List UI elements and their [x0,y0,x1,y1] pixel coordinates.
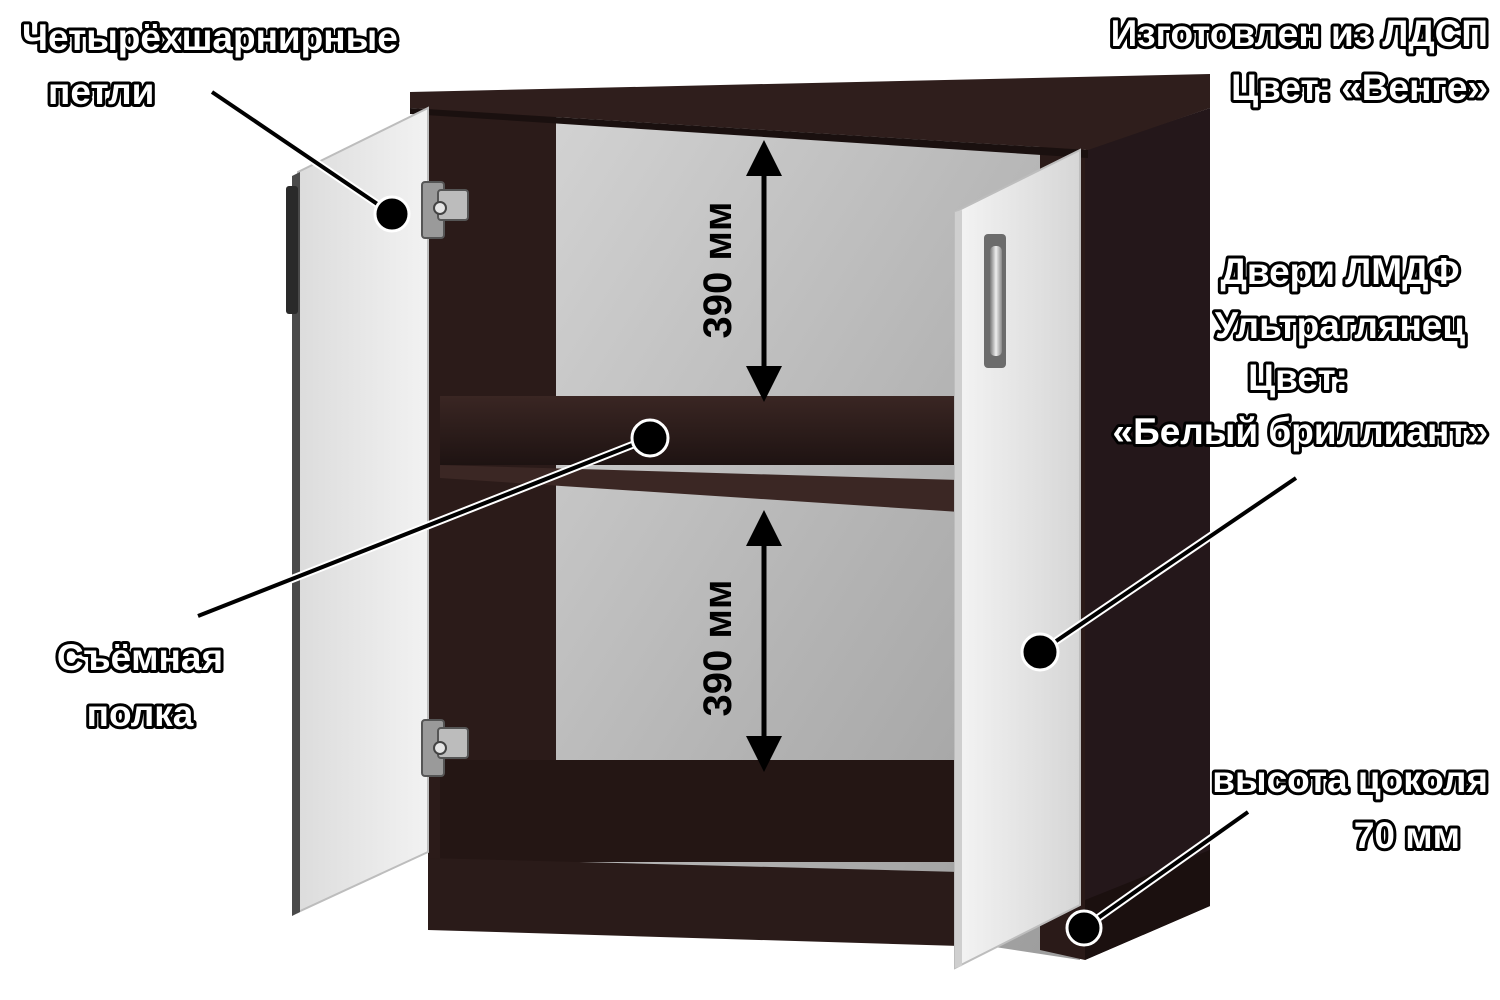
right-side-panel [1085,108,1210,960]
hinges-label-line2: петли [48,71,154,112]
upper-dimension-arrow [746,140,782,402]
right-door [954,148,1081,970]
doors-label-line2: Ультраглянец [1215,305,1465,346]
back-panel [556,118,1080,960]
plinth-label-line1: высота цоколя [1212,759,1488,800]
top-panel [410,74,1210,150]
right-door-handle [984,234,1006,368]
hinges-label-line1: Четырёхшарнирные [22,17,398,58]
hinge-top [421,181,469,239]
upper-dimension-label: 390 мм [696,201,740,338]
lower-dimension-arrow [746,510,782,772]
left-side-panel [428,108,556,878]
plinth [428,858,960,946]
material-label-line2: Цвет: «Венге» [1231,67,1488,108]
doors-label-line4: «Белый бриллиант» [1113,411,1488,452]
right-side-bottom [1085,850,1210,960]
shelf-label-line2: полка [87,693,194,734]
removable-shelf [440,396,960,465]
left-door [286,106,429,916]
left-door-handle [286,186,298,314]
plinth-leader [1065,808,1251,947]
doors-label-line1: Двери ЛМДФ [1220,251,1459,292]
plinth-label-line2: 70 мм [1354,815,1460,856]
shelf-leader [196,418,670,620]
lower-dimension-label: 390 мм [696,579,740,716]
top-panel-edge [410,108,1088,158]
bottom-panel [440,760,960,862]
hinges-leader [209,88,411,233]
hinge-bottom [421,719,469,777]
shelf-label-line1: Съёмная [57,637,223,678]
doors-leader [1020,474,1299,672]
shelf-front-edge [440,465,960,512]
material-label-line1: Изготовлен из ЛДСП [1111,13,1488,54]
cabinet-body [410,74,1210,960]
doors-label-line3: Цвет: [1248,357,1348,398]
